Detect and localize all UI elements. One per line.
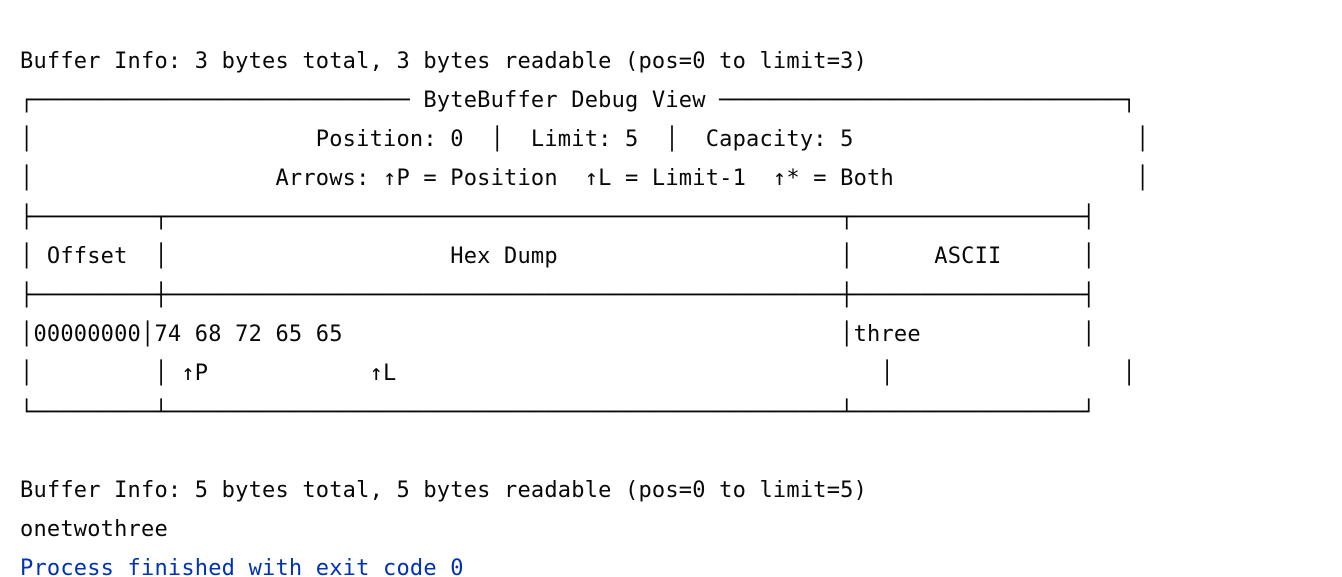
output-text-line: onetwothree (20, 517, 168, 542)
debug-view-position-row: │ Position: 0 │ Limit: 5 │ Capacity: 5 │ (20, 127, 1150, 152)
console-output: Buffer Info: 3 bytes total, 3 bytes read… (20, 42, 1340, 577)
process-exit-message: Process finished with exit code 0 (20, 556, 464, 577)
table-header-bottom-border: ├─────────┼─────────────────────────────… (20, 283, 1096, 308)
table-arrow-row: │ │ ↑P ↑L │ │ (20, 361, 1136, 386)
table-bottom-border: └─────────┴─────────────────────────────… (20, 400, 1096, 425)
buffer-info-line-2: Buffer Info: 5 bytes total, 5 bytes read… (20, 478, 868, 503)
debug-view-top-border: ┌──────────────────────────── ByteBuffer… (20, 88, 1136, 113)
table-data-row: │00000000│74 68 72 65 65 │three │ (20, 322, 1096, 347)
buffer-info-line-1: Buffer Info: 3 bytes total, 3 bytes read… (20, 49, 868, 74)
table-header-row: │ Offset │ Hex Dump │ ASCII │ (20, 244, 1096, 269)
table-header-top-border: ├─────────┬─────────────────────────────… (20, 205, 1096, 230)
blank-line (20, 432, 1340, 471)
debug-view-arrows-legend: │ Arrows: ↑P = Position ↑L = Limit-1 ↑* … (20, 166, 1150, 191)
